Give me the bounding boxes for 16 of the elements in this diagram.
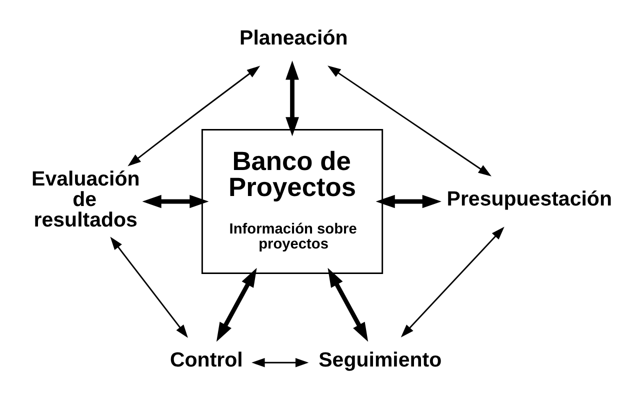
node-text: Presupuestación [446,187,612,210]
arrow [216,268,256,342]
node-box: Banco de Proyectos Información sobre proyectos [200,129,383,274]
node-text: Control [169,348,242,372]
arrow [251,358,308,368]
arrow [327,66,491,176]
node-text: Evaluación de resultados [31,168,140,232]
arrow [110,236,188,338]
node-text: Planeación [239,26,348,50]
node-text: Seguimiento [318,348,442,372]
arrow [327,268,368,342]
arrow [400,226,504,338]
arrow [127,66,260,166]
arrow [142,194,208,208]
arrow [375,194,441,208]
arrow [285,60,298,136]
